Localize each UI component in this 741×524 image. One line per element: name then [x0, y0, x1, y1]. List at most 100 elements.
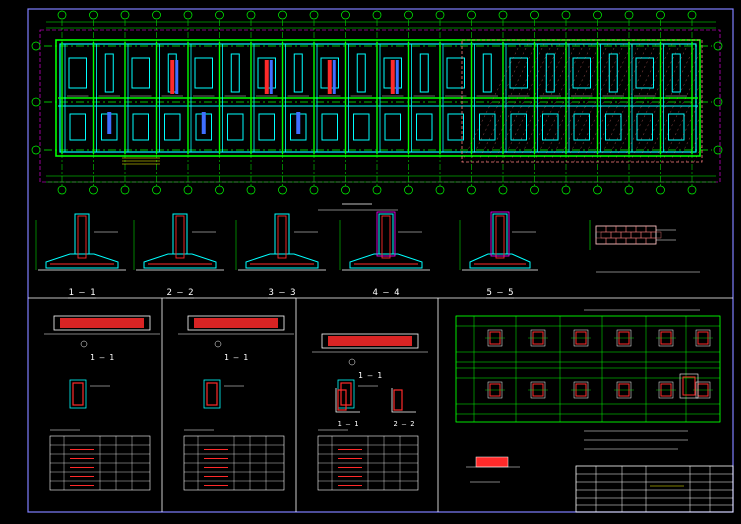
stirrup — [206, 382, 218, 406]
joint-outline — [391, 388, 416, 413]
axis-bubble — [57, 10, 67, 20]
title-block-frame — [575, 465, 734, 513]
joint-section-2: 2 — 2 — [391, 388, 416, 428]
callout — [214, 340, 222, 348]
axis-bubble — [404, 10, 413, 20]
opening — [384, 113, 401, 141]
wall-stem — [378, 213, 394, 255]
general-notes — [584, 430, 688, 450]
hatch-line — [597, 40, 659, 162]
wall-stem — [274, 213, 290, 255]
opening — [104, 53, 114, 93]
axis-bubble — [152, 10, 161, 20]
axis-bubble — [467, 10, 476, 20]
axis-bubble — [530, 10, 539, 20]
hatch-line — [477, 40, 539, 162]
axis-bubble — [89, 185, 98, 195]
hatch-line — [693, 145, 702, 162]
opening — [132, 113, 149, 141]
axis-bubble — [183, 10, 193, 20]
strip-foundation-outer — [55, 39, 701, 157]
small-detail — [466, 456, 520, 483]
beam-rebar — [328, 336, 412, 346]
axis-bubble — [467, 185, 476, 195]
hatch-line — [541, 40, 603, 162]
opening — [69, 113, 86, 141]
tie-column — [264, 60, 269, 94]
axis-bubble — [687, 185, 697, 195]
axis-bubble — [31, 41, 41, 51]
brick — [620, 231, 632, 239]
opening — [131, 57, 150, 89]
hatch-line — [677, 112, 702, 162]
section-label: 1 — 1 — [68, 288, 95, 298]
joint-outline — [335, 388, 360, 413]
axis-bubble — [341, 10, 350, 20]
opening — [446, 57, 465, 89]
brick — [645, 237, 657, 245]
opening — [258, 113, 275, 141]
axis-bubble — [687, 10, 697, 20]
axis-bubble — [89, 10, 98, 20]
section-label: 3 — 3 — [268, 288, 295, 298]
opening — [605, 113, 622, 141]
hatch-line — [645, 47, 702, 162]
tie-column-alt — [201, 112, 206, 134]
axis-bubble — [624, 10, 634, 20]
detail-box — [679, 373, 699, 399]
beam-panel-2: 1 — 1 — [178, 315, 294, 491]
beam-cross-section — [203, 379, 221, 409]
tie-column — [390, 60, 395, 94]
brick — [595, 237, 607, 245]
brick — [615, 225, 627, 233]
brick — [605, 225, 617, 233]
joint-rebar — [337, 389, 347, 411]
wall-stem — [492, 213, 508, 255]
opening — [293, 53, 303, 93]
tie-column — [327, 60, 332, 94]
rebar-cage — [277, 215, 287, 259]
opening — [416, 113, 433, 141]
axis-bubble — [593, 10, 602, 20]
brick — [600, 231, 612, 239]
brick — [615, 237, 627, 245]
wall-stem — [74, 213, 90, 255]
joint-section-label: 1 — 1 — [337, 420, 358, 428]
beam-rebar — [60, 318, 144, 328]
axis-bubble — [183, 185, 193, 195]
stirrup — [72, 382, 84, 406]
footing — [469, 253, 531, 269]
hatch-line — [469, 40, 531, 162]
axis-bubble — [713, 145, 723, 155]
axis-bubble — [341, 185, 350, 195]
axis-bubble — [372, 10, 382, 20]
rebar-cage — [381, 215, 391, 259]
hatch-line — [533, 40, 595, 162]
section-4: 4 — 4 — [339, 211, 430, 299]
axis-bubble — [278, 10, 287, 20]
brick — [625, 225, 637, 233]
hatch-line — [718, 40, 741, 162]
axis-bubble — [215, 185, 224, 195]
axis-bubble — [215, 10, 224, 20]
brick — [635, 225, 647, 233]
axis-bubble — [246, 10, 256, 20]
axis-bubble — [713, 41, 723, 51]
opening — [194, 57, 213, 89]
tie-column-alt — [107, 112, 112, 134]
opening — [608, 53, 618, 93]
opening — [227, 113, 244, 141]
opening — [635, 57, 654, 89]
section-5: 5 — 5 — [459, 211, 538, 299]
axis-bubble — [498, 185, 508, 195]
opening — [482, 53, 492, 93]
tie-column — [170, 60, 175, 94]
axis-bubble — [624, 185, 634, 195]
beam-section-label: 1 — 1 — [358, 371, 382, 380]
sheet-frame — [27, 8, 734, 513]
axis-bubble — [278, 185, 287, 195]
axis-bubble — [120, 185, 130, 195]
axis-bubble — [31, 145, 41, 155]
